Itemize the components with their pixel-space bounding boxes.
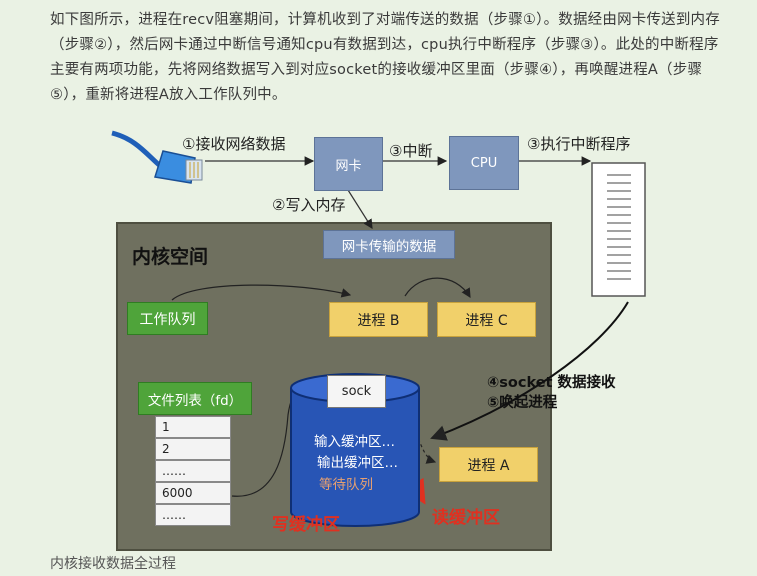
arrow-b-to-c bbox=[404, 277, 471, 299]
fd-table: 1 2 …… 6000 …… bbox=[155, 416, 231, 526]
step3-interrupt-label: ③中断 bbox=[389, 142, 433, 160]
process-c-box: 进程 C bbox=[437, 302, 536, 337]
step1-label: ①接收网络数据 bbox=[182, 135, 286, 153]
sock-label: sock bbox=[341, 384, 372, 399]
process-b-box: 进程 B bbox=[329, 302, 428, 337]
sock-box: sock bbox=[327, 375, 386, 408]
interrupt-program-box bbox=[591, 162, 646, 297]
interrupt-program-lines bbox=[607, 174, 631, 280]
output-buffer-label: 输出缓冲区… bbox=[317, 455, 398, 471]
fd-row: 6000 bbox=[155, 482, 231, 504]
fd-table-header: 文件列表（fd） bbox=[138, 382, 252, 415]
fd-row: 2 bbox=[155, 438, 231, 460]
work-queue-box: 工作队列 bbox=[127, 302, 208, 335]
input-buffer-label: 输入缓冲区… bbox=[314, 434, 395, 450]
fd-row: …… bbox=[155, 460, 231, 482]
fd-row: 1 bbox=[155, 416, 231, 438]
write-buffer-label: 写缓冲区 bbox=[272, 515, 340, 535]
read-buffer-label: 读缓冲区 bbox=[432, 508, 500, 528]
step3-exec-label: ③执行中断程序 bbox=[527, 135, 631, 153]
socket-cylinder bbox=[290, 373, 420, 527]
ethernet-cable-icon bbox=[111, 130, 203, 184]
step5-label: ⑤唤起进程 bbox=[487, 395, 558, 411]
kernel-space-title: 内核空间 bbox=[132, 246, 209, 268]
process-a-box: 进程 A bbox=[439, 447, 538, 482]
arrow-program-to-socket bbox=[430, 301, 629, 441]
cpu-box: CPU bbox=[449, 136, 519, 190]
arrow-nic-to-memory bbox=[347, 189, 373, 230]
intro-paragraph: 如下图所示，进程在recv阻塞期间，计算机收到了对端传送的数据（步骤①）。数据经… bbox=[50, 12, 720, 103]
work-queue-label: 工作队列 bbox=[139, 311, 196, 328]
step2-label: ②写入内存 bbox=[272, 196, 346, 214]
figure-caption: 内核接收数据全过程 bbox=[50, 556, 176, 572]
nic-label: 网卡 bbox=[335, 158, 362, 174]
fd-row: …… bbox=[155, 504, 231, 526]
fd-table-label: 文件列表（fd） bbox=[147, 392, 243, 409]
cpu-label: CPU bbox=[470, 155, 498, 171]
nic-data-label: 网卡传输的数据 bbox=[341, 238, 437, 255]
wait-queue-label: 等待队列 bbox=[319, 477, 373, 493]
step4-label: ④socket 数据接收 bbox=[487, 375, 616, 391]
process-b-label: 进程 B bbox=[357, 312, 400, 329]
process-a-label: 进程 A bbox=[467, 457, 510, 474]
process-c-label: 进程 C bbox=[465, 312, 508, 329]
nic-data-box: 网卡传输的数据 bbox=[323, 230, 455, 259]
arrow-queue-to-b bbox=[171, 284, 352, 301]
nic-box: 网卡 bbox=[314, 137, 383, 191]
